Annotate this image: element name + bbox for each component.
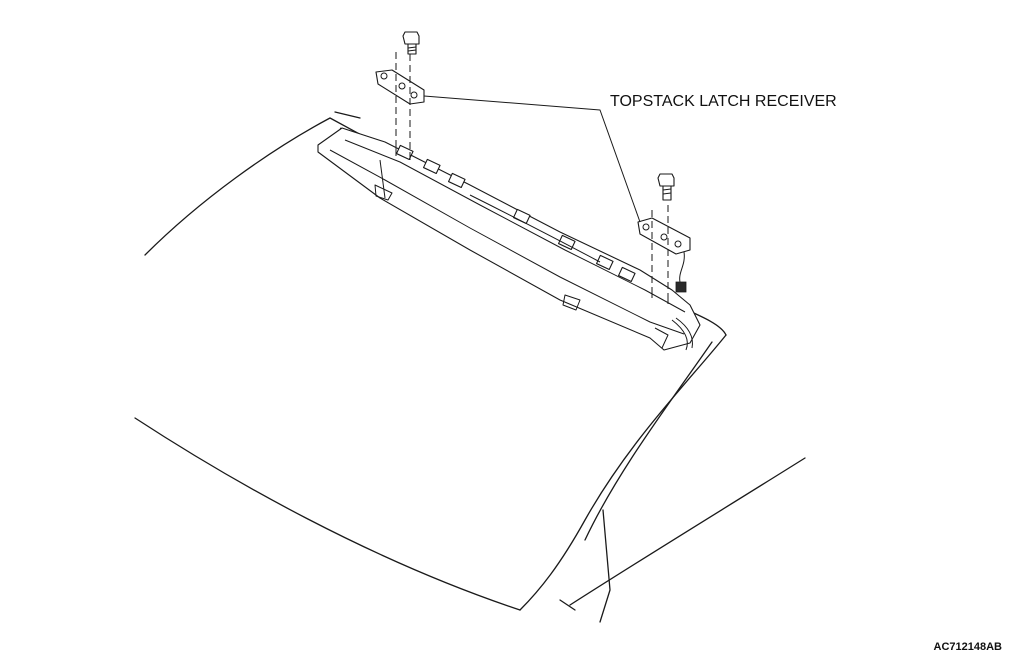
figure-code: AC712148AB [934,641,1003,653]
left-latch-receiver [375,52,425,160]
callout-leaders [423,95,641,223]
header-rail [317,127,701,351]
right-latch-receiver [637,205,691,304]
a-pillar [559,341,806,623]
left-bolt [402,31,420,55]
right-bolt [657,173,675,201]
callout-label: TOPSTACK LATCH RECEIVER [610,93,837,110]
rail-clips [395,144,636,283]
wire-harness [671,317,693,351]
